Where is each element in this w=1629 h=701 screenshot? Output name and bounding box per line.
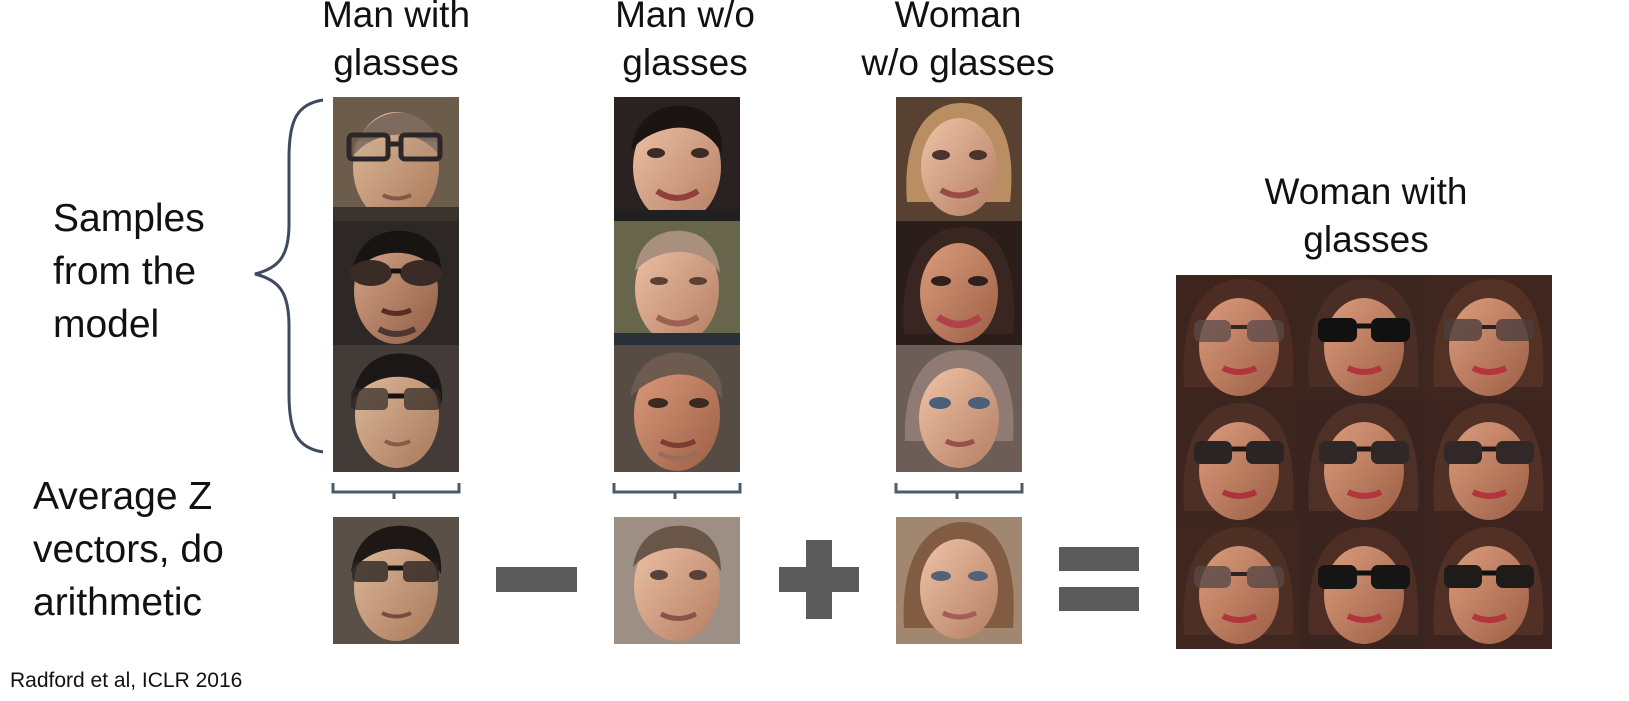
sunglasses-icon	[1319, 441, 1409, 464]
equals-sign-top	[1059, 547, 1139, 571]
column-label-woman-without-glasses: Woman w/o glasses	[861, 0, 1055, 83]
equals-sign-icon	[1059, 587, 1139, 611]
woman-with-glasses-result-5	[1301, 399, 1427, 525]
woman-without-glasses-sample-2	[896, 221, 1022, 348]
woman-without-glasses-sample-1	[896, 97, 1022, 224]
plus-sign-icon	[806, 540, 832, 619]
sunglasses-icon	[1194, 320, 1284, 342]
man-without-glasses-sample-2	[614, 221, 740, 348]
sunglasses-icon	[351, 388, 441, 410]
sunglasses-icon	[350, 260, 442, 286]
sunglasses-icon	[346, 132, 443, 162]
woman-with-glasses-result-2	[1301, 275, 1427, 401]
woman-with-glasses-result-3	[1426, 275, 1552, 401]
man-without-glasses-sample-1	[614, 97, 740, 224]
man-with-glasses-sample-2	[333, 221, 459, 348]
sunglasses-icon	[1444, 565, 1534, 588]
man-with-glasses-sample-1	[333, 97, 459, 224]
woman-with-glasses-result-8	[1301, 523, 1427, 649]
sunglasses-icon	[1444, 319, 1534, 341]
samples-label: Samples from the model	[53, 197, 205, 346]
woman-without-glasses-sample-3	[896, 345, 1022, 472]
man-with-glasses-sample-3	[333, 345, 459, 472]
curly-brace-icon	[331, 483, 461, 499]
column-label-man-with-glasses: Man with glasses	[321, 0, 471, 83]
curly-brace-icon	[254, 98, 324, 454]
sunglasses-icon	[1194, 566, 1284, 588]
column-label-woman-with-glasses: Woman with glasses	[1264, 171, 1468, 260]
curly-brace-icon	[894, 483, 1024, 499]
minus-sign-icon	[496, 567, 577, 592]
average-label: Average Z vectors, do arithmetic	[33, 475, 224, 624]
average-woman-without-glasses	[896, 517, 1022, 644]
woman-with-glasses-result-1	[1176, 275, 1302, 401]
curly-brace-icon	[612, 483, 742, 499]
sunglasses-icon	[1318, 318, 1410, 342]
sunglasses-icon	[352, 561, 439, 582]
woman-with-glasses-result-4	[1176, 399, 1302, 525]
woman-with-glasses-result-9	[1426, 523, 1552, 649]
citation: Radford et al, ICLR 2016	[10, 669, 243, 692]
sunglasses-icon	[1194, 441, 1284, 464]
average-man-with-glasses	[333, 517, 459, 644]
sunglasses-icon	[1318, 565, 1410, 589]
sunglasses-icon	[1444, 441, 1534, 464]
column-label-man-without-glasses: Man w/o glasses	[615, 0, 755, 83]
man-without-glasses-sample-3	[614, 345, 740, 472]
woman-with-glasses-result-6	[1426, 399, 1552, 525]
average-man-without-glasses	[614, 517, 740, 644]
woman-with-glasses-result-7	[1176, 523, 1302, 649]
